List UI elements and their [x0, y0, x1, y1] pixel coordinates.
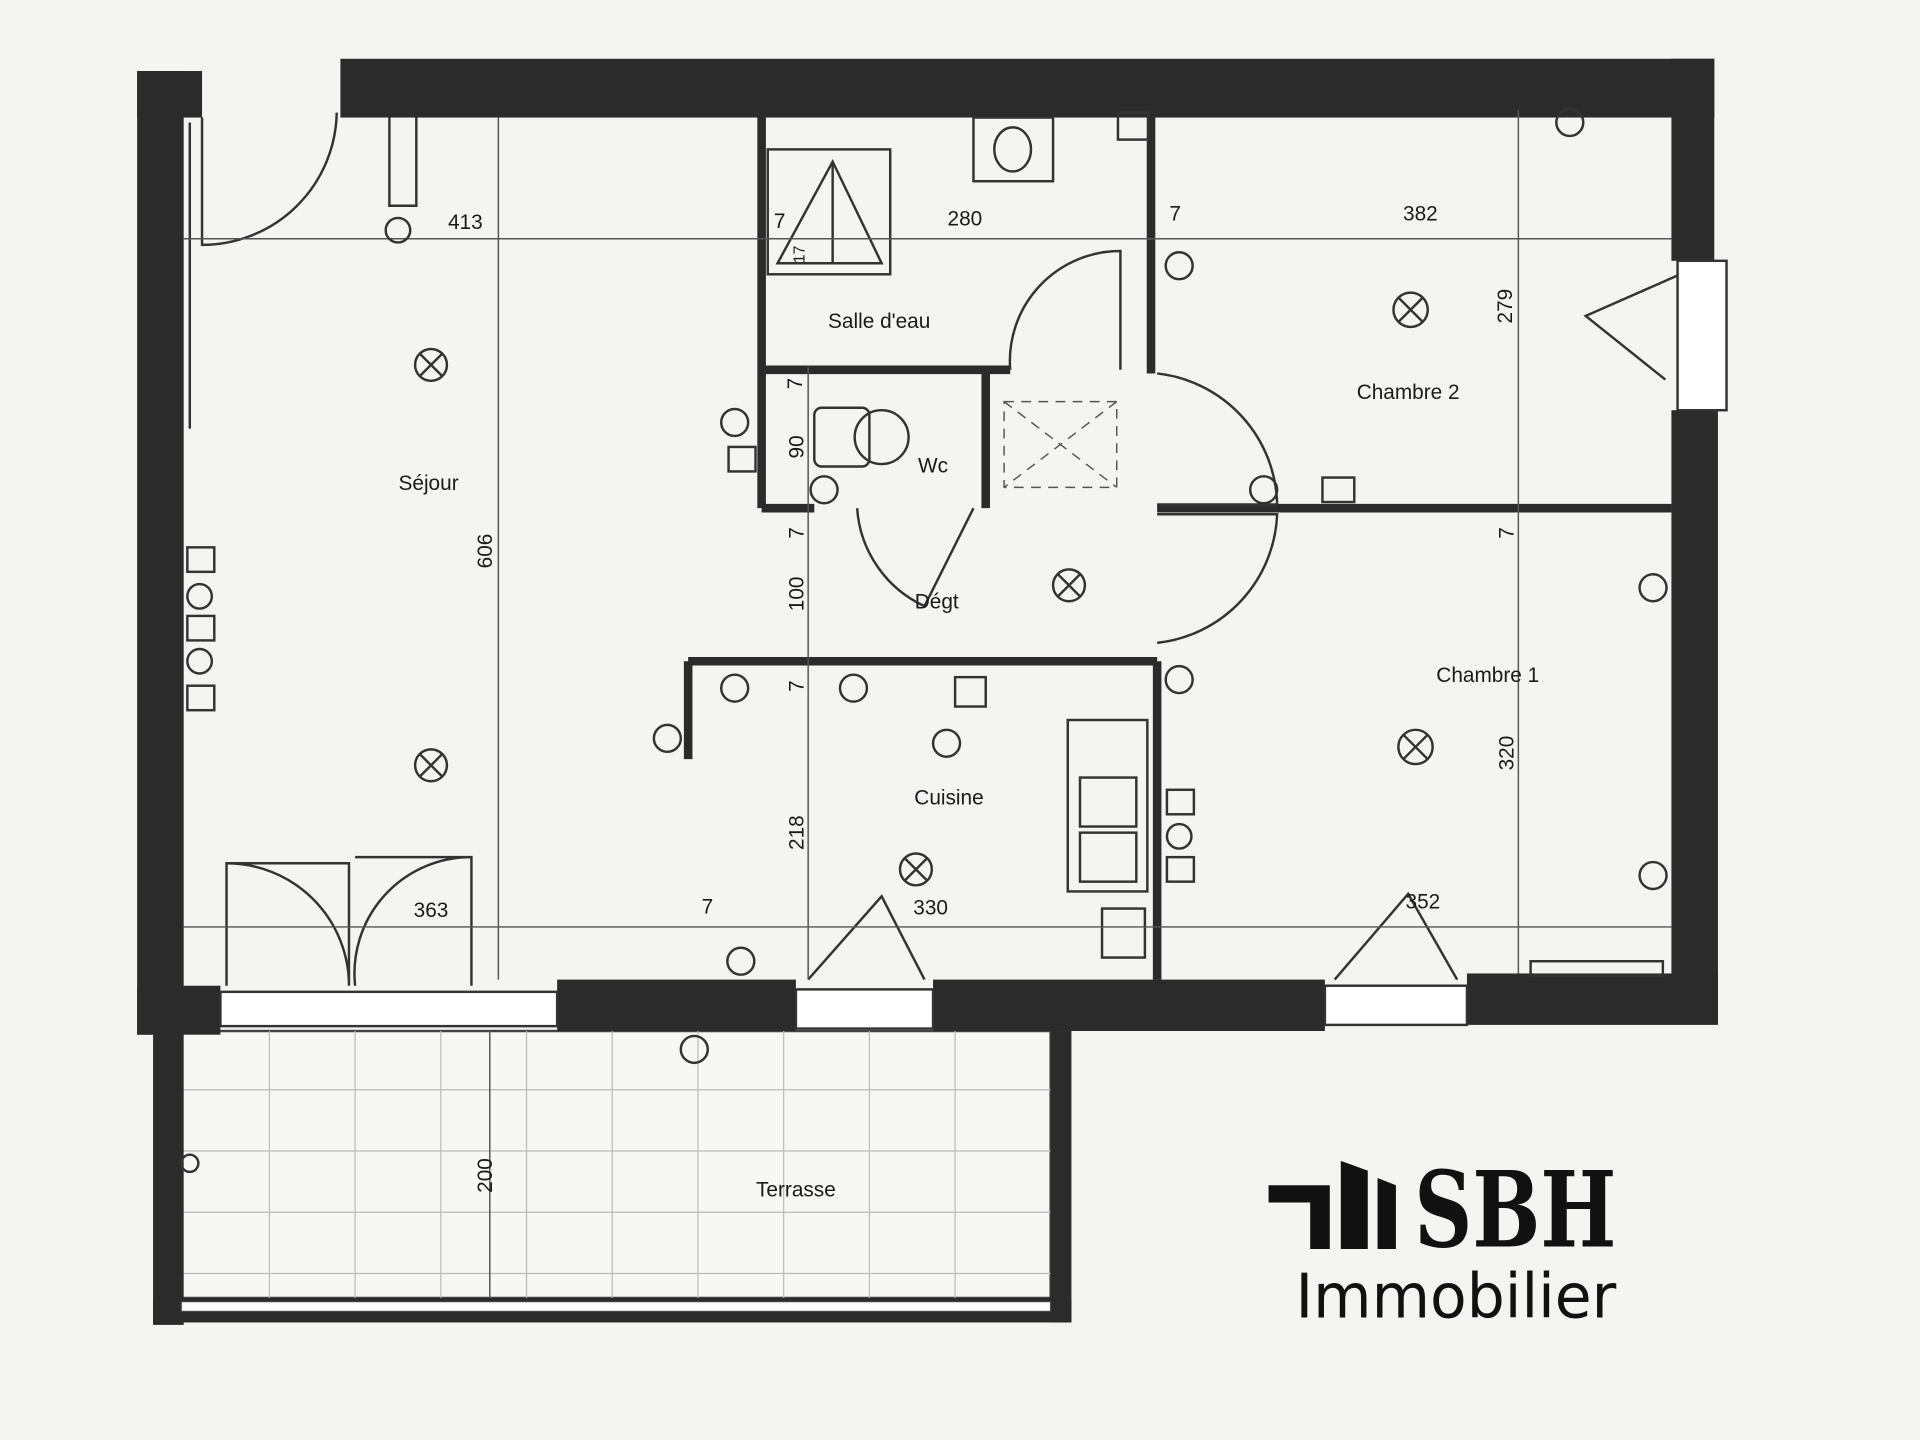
exterior-walls — [137, 58, 1728, 1035]
dim-shower: 17 — [791, 245, 808, 263]
room-label-wc: Wc — [918, 455, 948, 478]
dim-ch1-depth: 320 — [1495, 736, 1518, 771]
dimension-lines — [183, 110, 1672, 1298]
sbh-logo: SBH Immobilier — [1268, 1148, 1618, 1333]
logo-mark-icon — [1268, 1185, 1330, 1249]
dim-terrasse-depth: 200 — [474, 1158, 497, 1193]
dim-ch2-width: 382 — [1403, 202, 1438, 225]
dim-sejour-width-top: 413 — [448, 211, 483, 234]
interior-walls — [188, 116, 1672, 980]
dim-wall-7: 7 — [1495, 527, 1518, 539]
doors — [200, 112, 1679, 986]
dim-wall-7: 7 — [785, 527, 808, 539]
room-label-degt: Dégt — [915, 591, 959, 614]
room-label-chambre-1: Chambre 1 — [1436, 664, 1539, 687]
dim-wc-depth: 90 — [785, 435, 808, 458]
dim-sdb-width: 280 — [948, 207, 983, 230]
dim-degt-depth: 100 — [785, 577, 808, 612]
room-label-terrasse: Terrasse — [756, 1178, 836, 1201]
dim-cuisine-width: 330 — [913, 897, 948, 920]
dim-sejour-depth: 606 — [474, 534, 497, 569]
logo-name: SBH — [1414, 1148, 1616, 1272]
dim-wall-7: 7 — [774, 210, 786, 233]
dim-cuisine-depth: 218 — [785, 815, 808, 850]
room-label-cuisine: Cuisine — [914, 786, 983, 809]
dim-sejour-width-bottom: 363 — [414, 899, 449, 922]
dim-ch2-depth: 279 — [1494, 289, 1517, 324]
room-label-sejour: Séjour — [399, 472, 459, 495]
logo-subtitle: Immobilier — [1296, 1262, 1618, 1333]
dim-wall-7: 7 — [785, 680, 808, 692]
dim-wall-7: 7 — [1169, 202, 1181, 225]
dim-wall-7: 7 — [784, 378, 807, 390]
dim-ch1-width: 352 — [1406, 891, 1441, 914]
room-label-salle-deau: Salle d'eau — [828, 310, 930, 333]
dim-wall-7: 7 — [702, 895, 714, 918]
light-fixtures — [180, 107, 1668, 1174]
room-label-chambre-2: Chambre 2 — [1357, 381, 1460, 404]
terrace-tiles — [153, 1029, 1072, 1325]
